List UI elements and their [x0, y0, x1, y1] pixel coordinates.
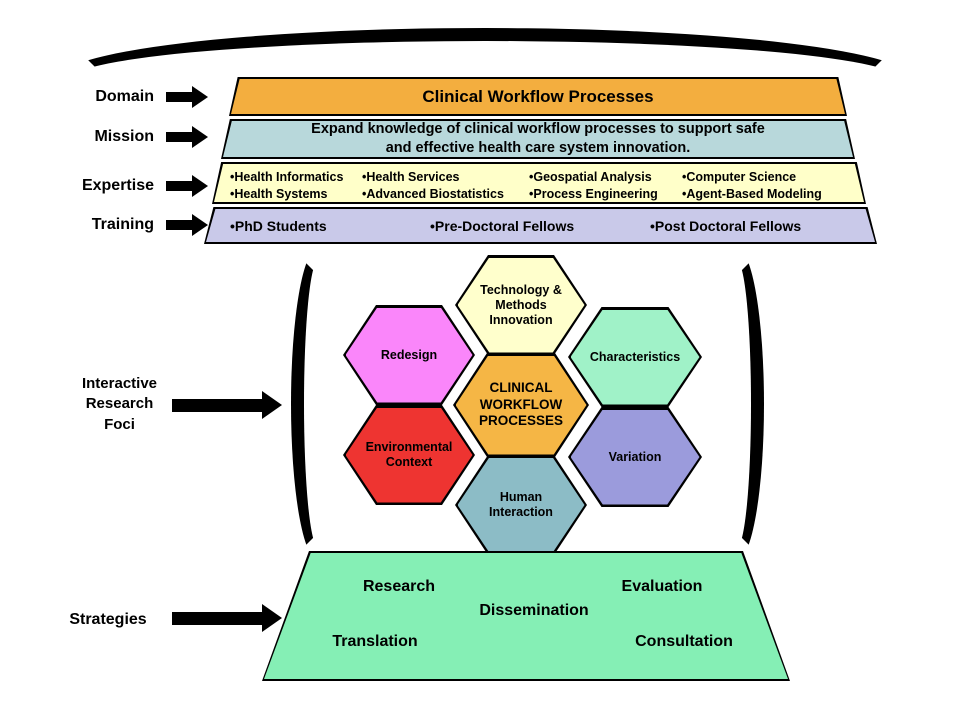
banner-mission: Expand knowledge of clinical workflow pr…	[221, 119, 855, 159]
training-item-postdoc: •Post Doctoral Fellows	[650, 217, 802, 234]
right-arrow-icon	[166, 175, 208, 197]
side-label-domain: Domain	[30, 86, 208, 108]
expertise-item: •Health Services	[362, 170, 460, 184]
strategy-dissemination: Dissemination	[479, 602, 589, 619]
banner-domain: Clinical Workflow Processes	[229, 77, 847, 116]
hex-redesign: Redesign	[343, 305, 475, 405]
hex-clinical-workflow-processes: CLINICAL WORKFLOW PROCESSES	[453, 353, 589, 457]
expertise-item: •Process Engineering	[529, 187, 658, 201]
banner-training: •PhD Students •Pre-Doctoral Fellows •Pos…	[204, 207, 877, 244]
hex-variation: Variation	[568, 407, 702, 507]
strategy-translation: Translation	[332, 633, 418, 650]
expertise-item: •Advanced Biostatistics	[362, 187, 504, 201]
expertise-item: •Geospatial Analysis	[529, 170, 652, 184]
mission-label: Mission	[94, 128, 154, 145]
strategy-consultation: Consultation	[635, 633, 733, 650]
expertise-column-4: •Computer Science •Agent-Based Modeling	[682, 169, 822, 202]
training-item-phd: •PhD Students	[230, 217, 327, 234]
right-arrow-icon	[172, 391, 282, 419]
hex-human-interaction: Human Interaction	[455, 455, 587, 555]
training-item-predoc: •Pre-Doctoral Fellows	[430, 217, 575, 234]
expertise-item: •Computer Science	[682, 170, 797, 184]
foci-label-line3: Foci	[104, 415, 135, 433]
expertise-item: •Health Informatics	[230, 170, 344, 184]
foci-label-line1: Interactive	[81, 375, 158, 392]
mission-text-line1: Expand knowledge of clinical workflow pr…	[311, 120, 765, 137]
domain-banner-title: Clinical Workflow Processes	[231, 79, 845, 114]
hex-environmental-context: Environmental Context	[343, 405, 475, 505]
strategy-evaluation: Evaluation	[621, 578, 703, 595]
strategy-research: Research	[362, 578, 436, 595]
strategies-label: Strategies	[69, 611, 147, 628]
left-parenthesis	[291, 248, 345, 560]
training-label: Training	[91, 216, 154, 233]
side-label-mission: Mission	[30, 126, 208, 148]
foci-label: Interactive Research Foci	[52, 374, 187, 435]
expertise-column-1: •Health Informatics •Health Systems	[230, 169, 344, 202]
right-arrow-icon	[166, 126, 208, 148]
right-arrow-icon	[166, 86, 208, 108]
hex-technology-methods: Technology & Methods Innovation	[455, 255, 587, 355]
hex-characteristics: Characteristics	[568, 307, 702, 407]
expertise-column-2: •Health Services •Advanced Biostatistics	[362, 169, 504, 202]
mission-text-line2: and effective health care system innovat…	[385, 140, 691, 156]
expertise-column-3: •Geospatial Analysis •Process Engineerin…	[529, 169, 658, 202]
banner-expertise: •Health Informatics •Health Systems •Hea…	[212, 162, 866, 204]
foci-label-line2: Research	[85, 395, 154, 413]
side-label-training: Training	[30, 214, 208, 236]
side-label-expertise: Expertise	[30, 175, 208, 197]
expertise-item: •Health Systems	[230, 187, 328, 201]
expertise-item: •Agent-Based Modeling	[682, 187, 822, 201]
strategies-panel: Research Evaluation Dissemination Transl…	[262, 551, 790, 681]
domain-label: Domain	[95, 88, 154, 105]
expertise-label: Expertise	[81, 177, 154, 194]
right-arrow-icon	[172, 604, 282, 632]
right-parenthesis	[710, 248, 764, 560]
right-arrow-icon	[166, 214, 208, 236]
